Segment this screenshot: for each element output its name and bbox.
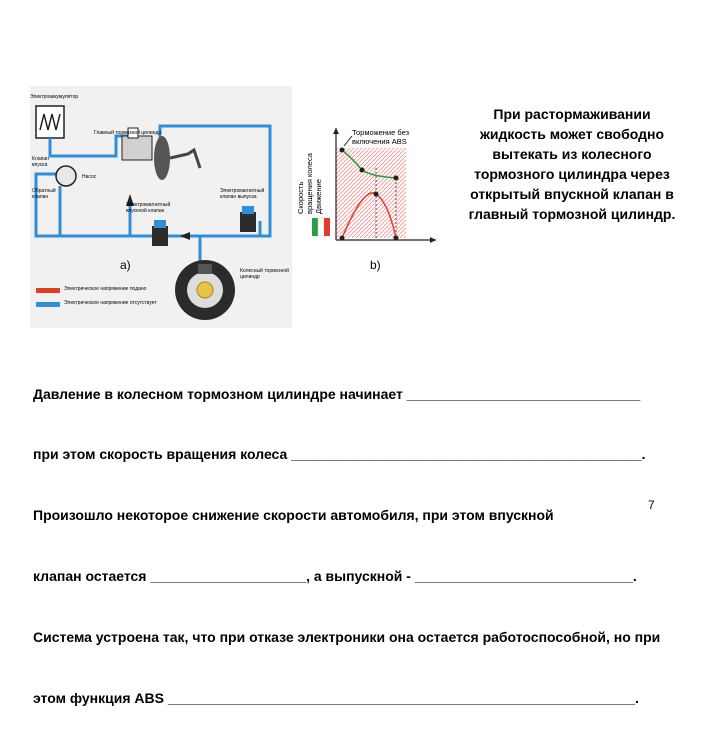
label-accumulator: Электроаккумулятор <box>30 94 79 100</box>
graph-title: Торможение без включения ABS <box>352 128 410 146</box>
page-number: 7 <box>648 498 655 512</box>
accumulator-spring-icon <box>39 113 61 131</box>
side-note-line: открытый впускной клапан в <box>470 186 674 202</box>
side-note-line: тормозного цилиндра через <box>474 166 670 182</box>
label-solenoid-inlet: Электромагнитный впускной клапан <box>126 202 171 214</box>
exercise-line: Система устроена так, что при отказе эле… <box>33 629 661 646</box>
legend-label-voltage-off: Электрическое напряжение отсутствует <box>64 300 157 306</box>
flow-arrow-up-icon <box>126 194 134 206</box>
inlet-valve-icon <box>152 226 168 246</box>
side-note-line: главный тормозной цилиндр. <box>468 206 676 222</box>
label-pump: Насос <box>82 174 97 180</box>
label-return-valve: Обратный клапан <box>32 188 56 200</box>
label-solenoid-outlet: Электромагнитный клапан выпуска <box>220 188 265 200</box>
legend-swatch-voltage-off <box>36 302 60 307</box>
abs-schematic-svg <box>34 105 272 320</box>
braking-graph-figure: Торможение без включения ABS Скорость вр… <box>292 118 440 280</box>
exercise-text: Давление в колесном тормозном цилиндре н… <box>33 343 703 729</box>
side-note-line: жидкость может свободно <box>479 126 665 142</box>
label-master-cylinder: Главный тормозной цилиндр <box>94 130 162 136</box>
brake-pedal-icon <box>169 147 202 169</box>
flag-green <box>312 218 318 236</box>
outlet-valve-icon <box>240 212 256 232</box>
graph-y-label-line-3: Движение <box>314 179 323 214</box>
exercise-line: Произошло некоторое снижение скорости ав… <box>33 507 554 524</box>
panel-label-b: b) <box>370 258 381 272</box>
side-note-line: При растормаживании <box>493 106 651 122</box>
master-cylinder-icon <box>121 135 153 161</box>
side-note: При растормаживании жидкость может свобо… <box>452 104 692 224</box>
exercise-line: этом функция ABS _______________________… <box>33 690 639 707</box>
panel-label-a: a) <box>120 258 131 272</box>
braking-graph-svg <box>312 128 436 243</box>
graph-points <box>339 147 399 241</box>
pump-icon <box>55 165 77 187</box>
side-note-line: вытекать из колесного <box>492 146 652 162</box>
graph-y-label: Скорость вращения колеса Движение <box>296 124 330 214</box>
flag-red <box>324 218 330 236</box>
legend-swatch-voltage-on <box>36 288 60 293</box>
legend-label-voltage-on: Электрическое напряжение подано <box>64 286 147 292</box>
label-intake-valve: Клапан впуска <box>32 156 49 168</box>
flow-arrow-left-icon <box>180 232 190 240</box>
abs-schematic-figure: Электроаккумулятор Главный тормозной цил… <box>30 86 292 328</box>
graph-y-label-line-2: вращения колеса <box>305 153 314 214</box>
exercise-line: клапан остается ____________________, а … <box>33 568 637 585</box>
exercise-line: Давление в колесном тормозном цилиндре н… <box>33 385 641 402</box>
graph-y-label-line-1: Скорость <box>296 181 305 214</box>
label-wheel-cylinder: Колесный тормозной цилиндр <box>240 268 289 280</box>
exercise-line: при этом скорость вращения колеса ______… <box>33 446 646 463</box>
brake-booster-icon <box>154 136 170 180</box>
